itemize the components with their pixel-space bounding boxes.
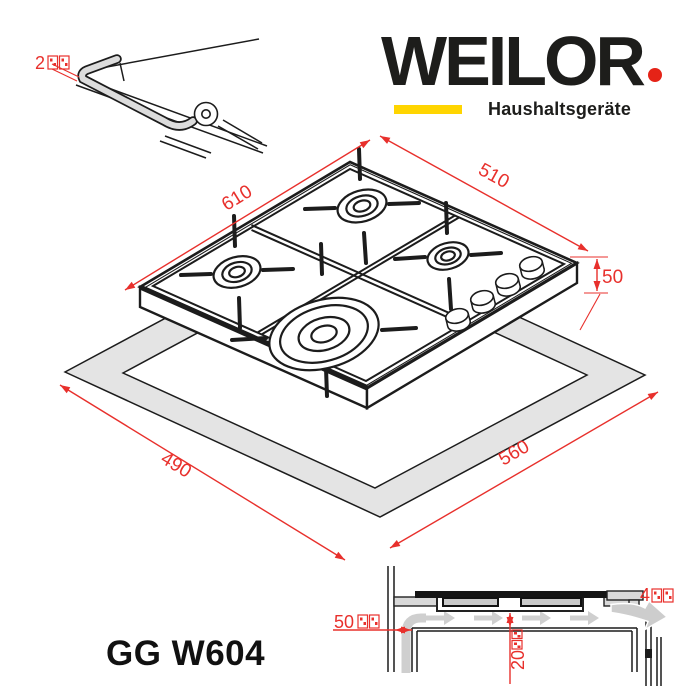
- missing-glyph-box: [47, 55, 70, 70]
- airflow-arrow: [426, 611, 455, 625]
- knob: [494, 272, 522, 297]
- burner-back-left: [212, 255, 262, 289]
- body-height-label: 50: [602, 267, 623, 288]
- burner-cup-section: [520, 597, 582, 607]
- cutout-depth-label: 490: [157, 448, 195, 482]
- missing-glyph-box: [511, 629, 523, 650]
- seal-detail-drawing: 2: [35, 38, 268, 159]
- burner-wok: [268, 296, 380, 372]
- bottom-gap-label: 20: [508, 650, 528, 670]
- airflow-arrow: [474, 611, 503, 625]
- airflow-arrow: [522, 611, 551, 625]
- wall-clearance-label: 50: [334, 612, 354, 632]
- cabinet-top: [412, 627, 637, 632]
- seal-thickness-label: 2: [35, 53, 45, 73]
- model-name: GG W604: [106, 634, 266, 673]
- brand-wordmark: WEILOR: [381, 22, 646, 100]
- burner-right: [426, 241, 470, 271]
- hob-isometric: [137, 147, 580, 411]
- brand-logo: WEILOR: [381, 26, 662, 96]
- installation-cross-section: 50 20 4: [333, 566, 674, 686]
- airflow-up-arrow: [401, 613, 426, 673]
- cabinet-walls: [411, 628, 638, 672]
- yellow-bar: [394, 105, 462, 114]
- brand-tagline: Haushaltsgeräte: [488, 99, 632, 119]
- missing-glyph-box: [651, 588, 674, 603]
- seal-tape-outline: [77, 54, 198, 131]
- edge-gap-label: 4: [640, 585, 650, 605]
- seal-tape: [79, 56, 196, 129]
- brand-tagline-row: Haushaltsgeräte: [394, 99, 631, 120]
- brand-dot-icon: [647, 68, 662, 82]
- hob-top-plate-section: [415, 591, 607, 598]
- airflow-arrow: [570, 611, 599, 625]
- airflow-exit-arrow: [610, 599, 669, 632]
- panel-block: [645, 649, 652, 658]
- burner-back-center: [336, 188, 388, 224]
- knob: [444, 307, 472, 332]
- knob: [469, 289, 497, 314]
- hob-edge-trim: [606, 590, 644, 601]
- burner-cup-section: [442, 597, 499, 607]
- missing-glyph-box: [357, 614, 380, 629]
- knob: [518, 255, 546, 280]
- control-knobs: [444, 255, 546, 332]
- hob-depth-label: 510: [475, 159, 513, 193]
- hob-width-label: 610: [218, 181, 256, 215]
- wall: [387, 566, 395, 672]
